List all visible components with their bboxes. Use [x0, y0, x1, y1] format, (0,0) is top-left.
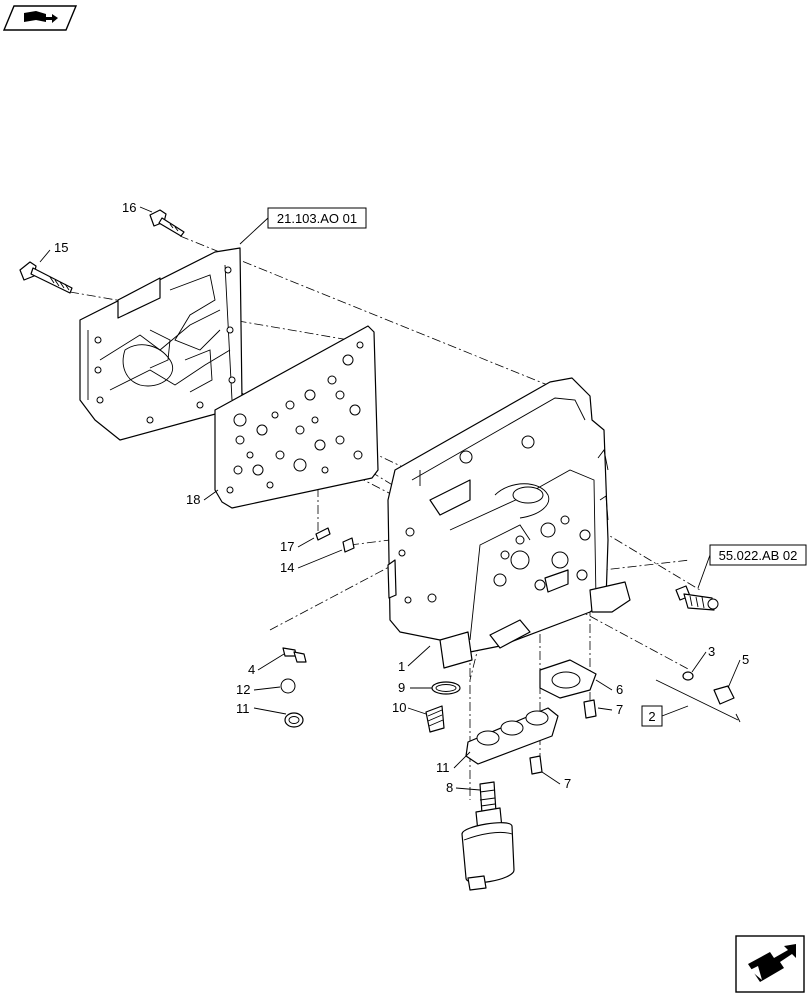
ball-13	[280, 678, 296, 694]
screw-7-lower	[529, 755, 543, 775]
svg-text:11: 11	[236, 701, 250, 716]
pressure-sensor	[675, 585, 719, 611]
svg-text:18: 18	[186, 492, 200, 507]
callout-13: 12	[236, 682, 281, 697]
callout-10: 10	[392, 700, 427, 715]
svg-text:11: 11	[436, 760, 450, 775]
o-ring-3	[682, 671, 694, 681]
svg-text:2: 2	[648, 709, 655, 724]
gasket-6	[539, 659, 597, 699]
o-ring-9	[431, 681, 461, 695]
callout-15: 15	[39, 240, 68, 263]
callout-12: 11	[236, 701, 287, 716]
solenoid-valve-8	[461, 781, 515, 891]
svg-text:7: 7	[616, 702, 623, 717]
svg-text:17: 17	[280, 539, 294, 554]
svg-text:6: 6	[616, 682, 623, 697]
group-bracket	[655, 679, 741, 723]
callout-7-upper: 7	[597, 702, 623, 717]
svg-text:9: 9	[398, 680, 405, 695]
plug-14	[342, 537, 355, 553]
ref-box-21-103-ao-01[interactable]: 21.103.AO 01	[239, 207, 367, 245]
svg-text:55.022.AB 02: 55.022.AB 02	[719, 548, 798, 563]
bolt-15	[19, 261, 73, 294]
callout-3: 3	[691, 644, 715, 673]
gasket-plate-18	[214, 325, 379, 509]
svg-text:3: 3	[708, 644, 715, 659]
callout-17: 17	[280, 537, 315, 554]
svg-text:15: 15	[54, 240, 68, 255]
svg-text:8: 8	[446, 780, 453, 795]
callout-16: 16	[122, 200, 153, 215]
svg-text:21.103.AO 01: 21.103.AO 01	[277, 211, 357, 226]
callout-11: 11 11	[436, 751, 471, 775]
svg-text:14: 14	[280, 560, 294, 575]
callout-18: 18	[186, 489, 219, 507]
book-arrow-icon[interactable]	[2, 5, 78, 31]
ref-box-2[interactable]: 2	[641, 705, 689, 727]
bolt-16	[149, 209, 185, 237]
screw-7-upper	[583, 699, 597, 719]
svg-text:12: 12	[236, 682, 250, 697]
next-page-arrow-icon[interactable]	[735, 935, 805, 993]
o-ring-12	[284, 712, 304, 728]
svg-text:16: 16	[122, 200, 136, 215]
callout-6: 6	[595, 679, 623, 697]
callout-5: 5	[727, 652, 749, 689]
valve-housing-plate	[79, 247, 243, 441]
screw-4	[282, 647, 307, 663]
callout-8: 8	[446, 780, 481, 795]
gasket-11	[465, 707, 559, 765]
callout-9: 9	[398, 680, 432, 695]
svg-text:4: 4	[248, 662, 255, 677]
callout-14: 14	[280, 549, 343, 575]
dowel-pin-17	[315, 527, 331, 541]
svg-text:5: 5	[742, 652, 749, 667]
svg-text:10: 10	[392, 700, 406, 715]
callout-4: 4	[248, 653, 285, 677]
ref-box-55-022-ab-02[interactable]: 55.022.AB 02	[697, 544, 807, 589]
svg-text:7: 7	[564, 776, 571, 791]
callout-1: 1	[398, 645, 431, 674]
svg-text:1: 1	[398, 659, 405, 674]
valve-body-1	[387, 377, 631, 669]
plug-10	[425, 705, 445, 733]
callout-7-lower: 7	[541, 771, 571, 791]
plug-5	[713, 685, 735, 705]
